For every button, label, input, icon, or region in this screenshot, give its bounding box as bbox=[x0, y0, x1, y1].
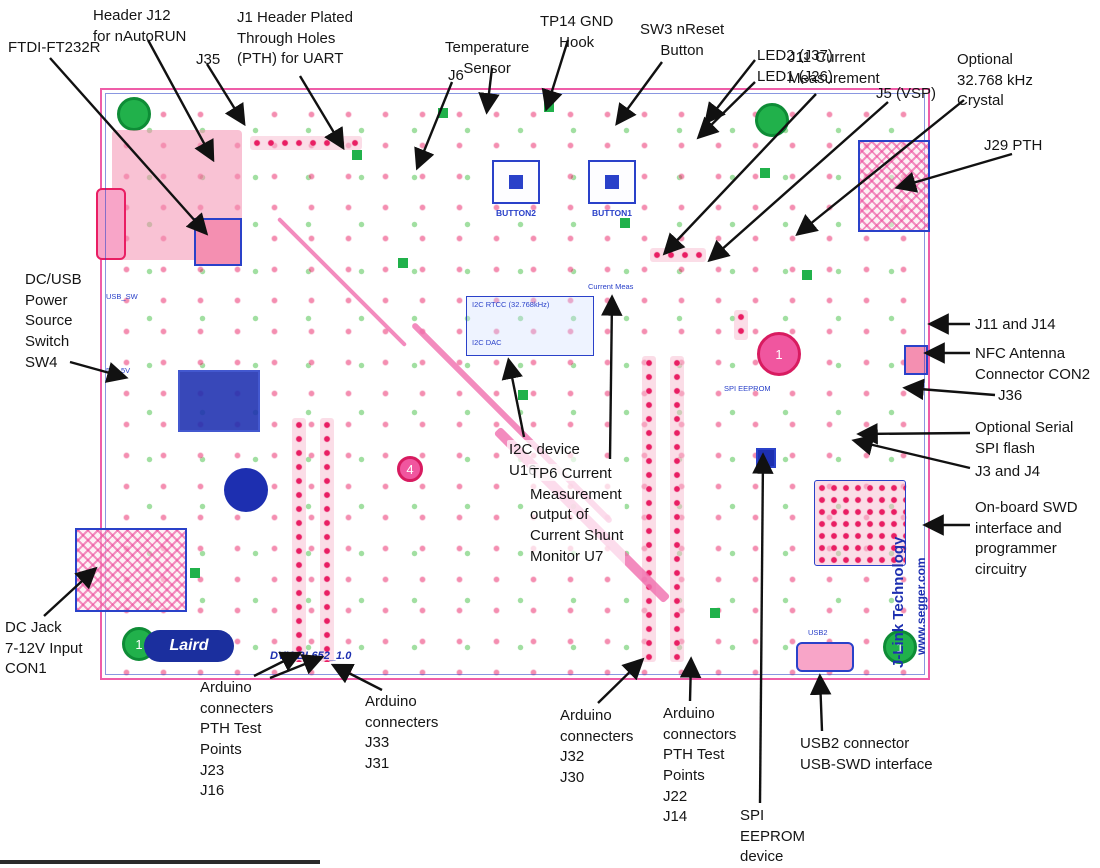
callout-arduino-j33-j31: Arduino connecters J33 J31 bbox=[365, 693, 439, 773]
callout-j29: J29 PTH bbox=[984, 137, 1043, 154]
button1-cap bbox=[605, 175, 619, 189]
callout-ftdi: FTDI-FT232R bbox=[8, 39, 101, 56]
gnd-pad bbox=[398, 258, 408, 268]
silkscreen-button1: BUTTON1 bbox=[592, 208, 632, 218]
usb1-connector bbox=[96, 188, 126, 260]
callout-sw4: DC/USB Power Source Switch SW4 bbox=[25, 271, 82, 371]
silkscreen-current-meas: Current Meas bbox=[588, 282, 634, 291]
arrow-usb2 bbox=[809, 673, 832, 732]
callout-j1: J1 Header Plated Through Holes (PTH) for… bbox=[237, 9, 353, 68]
button2-switch bbox=[492, 160, 540, 204]
callout-j3-j4: J3 and J4 bbox=[975, 463, 1041, 480]
nfc-connector-con2 bbox=[904, 345, 928, 375]
inductor bbox=[224, 468, 268, 512]
silkscreen-spi-eeprom: SPI EEPROM bbox=[724, 384, 771, 393]
mounting-hole-bottom-right: 1 bbox=[883, 630, 917, 664]
gnd-pad bbox=[710, 608, 720, 618]
mounting-hole-top-right bbox=[755, 103, 789, 137]
button1-switch bbox=[588, 160, 636, 204]
arduino-header-left-b bbox=[320, 418, 334, 662]
callout-swd: On-board SWD interface and programmer ci… bbox=[975, 499, 1078, 579]
callout-j5-vsp: J5 (VSP) bbox=[876, 85, 937, 102]
callout-spi-flash: Optional Serial SPI flash bbox=[975, 419, 1074, 457]
usb2-connector bbox=[796, 642, 854, 672]
silkscreen-i2c-dac: I2C DAC bbox=[472, 338, 502, 347]
callout-usb2: USB2 connector USB-SWD interface bbox=[800, 735, 933, 773]
j1-uart-header bbox=[250, 136, 362, 150]
dc-jack-con1 bbox=[75, 528, 187, 612]
j11-j14-header bbox=[734, 310, 748, 340]
callout-arduino-j22-j14: Arduino connectors PTH Test Points J22 J… bbox=[663, 705, 737, 826]
current-measure-header bbox=[650, 248, 706, 262]
callout-sw3: SW3 nReset Button bbox=[640, 21, 725, 59]
gnd-pad bbox=[518, 390, 528, 400]
silkscreen-jlink: J-Link Technology bbox=[890, 536, 907, 668]
gnd-pad bbox=[802, 270, 812, 280]
callout-led: LED2 (J37) LED1 (J26) bbox=[757, 47, 833, 85]
callout-tp6: TP6 Current Measurement output of Curren… bbox=[528, 464, 626, 568]
callout-j35: J35 bbox=[196, 51, 221, 68]
button2-cap bbox=[509, 175, 523, 189]
silkscreen-usb-sw: USB_SW bbox=[106, 292, 138, 301]
callout-j12: Header J12 for nAutoRUN bbox=[93, 7, 187, 45]
i2c-block bbox=[466, 296, 594, 356]
arduino-header-right-b bbox=[670, 356, 684, 662]
fiducial-circle: 4 bbox=[397, 456, 423, 482]
callout-spi-eeprom: SPI EEPROM device bbox=[740, 807, 806, 866]
callout-nfc: NFC Antenna Connector CON2 bbox=[975, 345, 1091, 383]
page-bottom-rule bbox=[0, 860, 320, 864]
callout-j36: J36 bbox=[998, 387, 1023, 404]
callout-crystal: Optional 32.768 kHz Crystal bbox=[957, 51, 1033, 110]
gnd-pad bbox=[438, 108, 448, 118]
silkscreen-i2c-rtcc: I2C RTCC (32.768kHz) bbox=[472, 300, 550, 309]
callout-tp14: TP14 GND Hook bbox=[540, 13, 614, 51]
arduino-header-left-a bbox=[292, 418, 306, 662]
fiducial-circle: 1 bbox=[757, 332, 801, 376]
laird-logo: Laird bbox=[144, 630, 234, 662]
mounting-hole-top-left bbox=[117, 97, 151, 131]
swd-programmer-area bbox=[814, 480, 906, 566]
pl1-module bbox=[178, 370, 260, 432]
silkscreen-board-name: DVK-BL652_1.0 bbox=[270, 650, 352, 662]
silkscreen-button2: BUTTON2 bbox=[496, 208, 536, 218]
pcb-board: 1 1 1 4 USB_SW DC_5V BUTTON2 BUTTON1 I2C… bbox=[96, 88, 930, 680]
callout-arduino-j23-j16: Arduino connecters PTH Test Points J23 J… bbox=[200, 679, 274, 800]
spi-eeprom-chip bbox=[756, 448, 776, 468]
gnd-pad bbox=[190, 568, 200, 578]
silkscreen-segger: www.segger.com bbox=[914, 557, 928, 655]
silkscreen-dc-5v: DC_5V bbox=[106, 366, 131, 375]
pcb-trace bbox=[276, 216, 408, 348]
ftdi-chip bbox=[194, 218, 242, 266]
arduino-header-right-a bbox=[642, 356, 656, 662]
silkscreen-usb2: USB2 bbox=[808, 628, 828, 637]
callout-j6: J6 bbox=[448, 67, 464, 84]
callout-j11-measurement: J11 Current Measurement bbox=[788, 49, 880, 87]
callout-arduino-j32-j30: Arduino connecters J32 J30 bbox=[560, 707, 634, 787]
gnd-pad bbox=[760, 168, 770, 178]
gnd-pad bbox=[544, 102, 554, 112]
gnd-pad bbox=[352, 150, 362, 160]
gnd-pad bbox=[620, 218, 630, 228]
j29-pth-area bbox=[858, 140, 930, 232]
callout-con1: DC Jack 7-12V Input CON1 bbox=[5, 619, 83, 678]
callout-j11-j14: J11 and J14 bbox=[975, 316, 1056, 333]
